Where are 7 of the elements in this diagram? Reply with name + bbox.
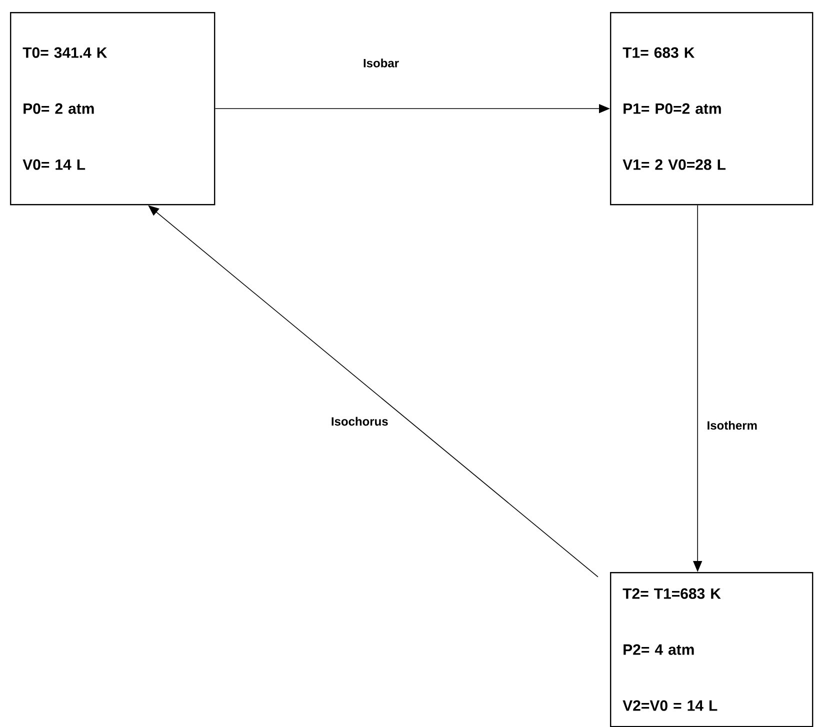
state-box: T2= T1=683 K P2= 4 atm V2=V0 = 14 L — [610, 572, 814, 727]
edge-label: Isochorus — [330, 416, 390, 427]
edge-label: Isotherm — [706, 420, 758, 431]
state-box: T0= 341.4 K P0= 2 atm V0= 14 L — [10, 12, 216, 206]
state-box: T1= 683 K P1= P0=2 atm V1= 2 V0=28 L — [610, 12, 814, 206]
arrow — [148, 205, 598, 578]
edge-label: Isobar — [362, 58, 400, 68]
